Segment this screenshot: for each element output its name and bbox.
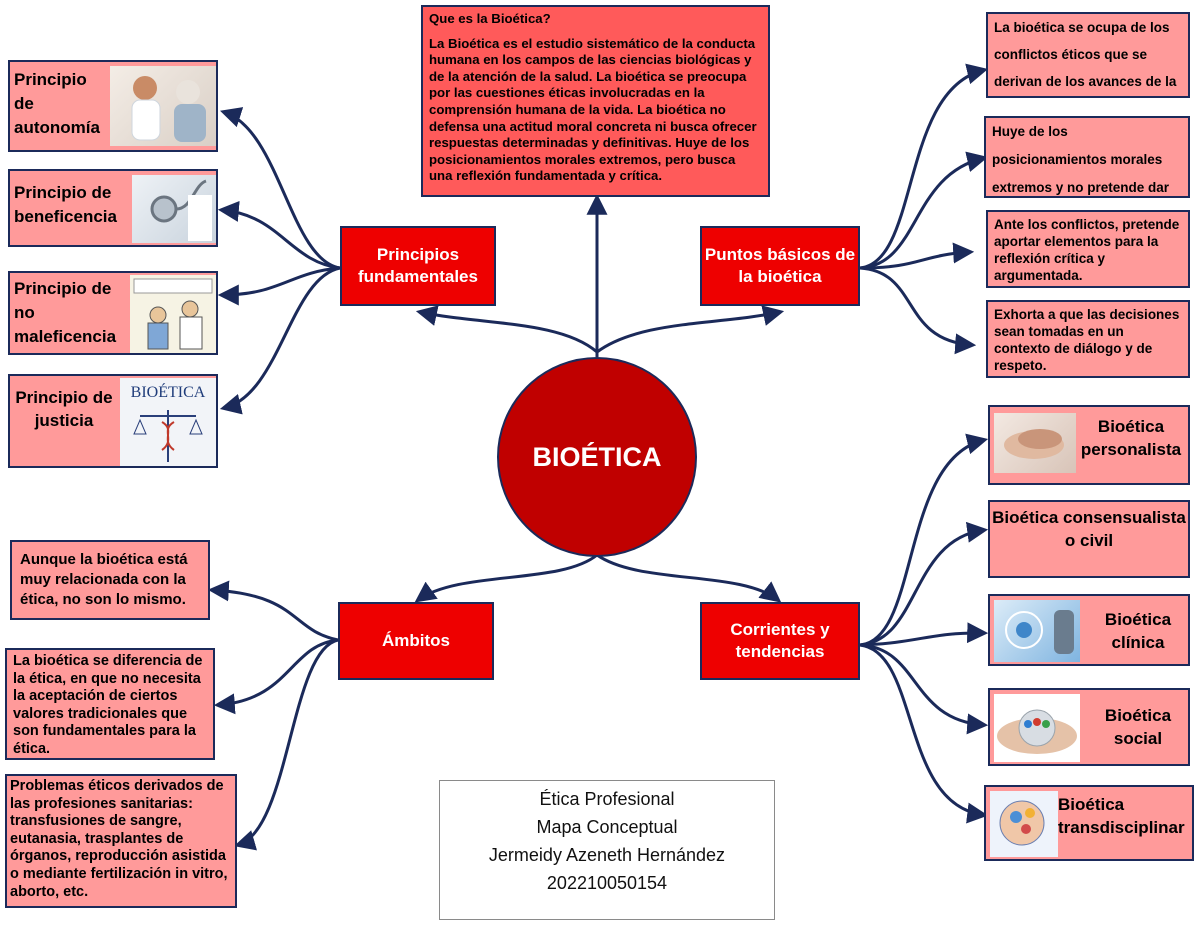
principio-beneficencia-label: Principio de beneficencia xyxy=(14,183,117,226)
ambito-1-text: Aunque la bioética está muy relacionada … xyxy=(20,551,188,608)
cartoon-doctor-image xyxy=(130,275,216,353)
credits-box: Ética Profesional Mapa Conceptual Jermei… xyxy=(439,780,775,920)
brain-head-image xyxy=(990,791,1058,857)
link-center-ambitos xyxy=(414,553,598,603)
credit-id: 202210050154 xyxy=(546,873,668,893)
credit-course: Ética Profesional xyxy=(539,789,675,809)
center-node: BIOÉTICA xyxy=(497,357,697,557)
corriente-transdisciplinar: Bioética transdisciplinar xyxy=(984,785,1194,861)
ambito-3: Problemas éticos derivados de las profes… xyxy=(5,774,237,908)
corriente-clinica: Bioética clínica xyxy=(988,594,1190,666)
corriente-clinica-label: Bioética clínica xyxy=(1104,610,1172,652)
branch-puntos: Puntos básicos de la bioética xyxy=(700,226,860,306)
link-center-principios xyxy=(415,305,598,354)
branch-principios-label: Principios fundamentales xyxy=(358,245,478,286)
corriente-consensualista-label: Bioética consensualista o civil xyxy=(992,508,1186,550)
corriente-social: Bioética social xyxy=(988,688,1190,766)
credit-author: Jermeidy Azeneth Hernández xyxy=(488,845,726,865)
punto-2: Huye de los posicionamientos morales ext… xyxy=(984,116,1190,198)
branch-ambitos: Ámbitos xyxy=(338,602,494,680)
branch-ambitos-label: Ámbitos xyxy=(382,631,450,650)
center-label: BIOÉTICA xyxy=(532,441,662,472)
bioetica-scale-image: BIOÉTICA xyxy=(120,378,216,466)
punto-1: La bioética se ocupa de los conflictos é… xyxy=(986,12,1190,98)
top-box-body: La Bioética es el estudio sistemático de… xyxy=(429,35,757,184)
principio-no-maleficencia: Principio de no maleficencia xyxy=(8,271,218,355)
principio-justicia: Principio de justicia BIOÉTICA xyxy=(8,374,218,468)
ambito-3-text: Problemas éticos derivados de las profes… xyxy=(10,778,228,900)
corriente-personalista-label: Bioética personalista xyxy=(1080,417,1182,459)
bioetica-image-title: BIOÉTICA xyxy=(130,384,206,401)
principio-autonomia-label: Principio de autonomía xyxy=(14,70,100,137)
punto-1-text: La bioética se ocupa de los conflictos é… xyxy=(994,20,1177,89)
punto-4-text: Exhorta a que las decisiones sean tomada… xyxy=(994,307,1180,373)
corriente-social-label: Bioética social xyxy=(1104,706,1172,748)
principio-autonomia: Principio de autonomía xyxy=(8,60,218,152)
branch-principios: Principios fundamentales xyxy=(340,226,496,306)
corriente-transdisciplinar-label: Bioética transdisciplinar xyxy=(1058,795,1185,837)
link-center-corrientes xyxy=(596,553,782,603)
punto-3: Ante los conflictos, pretende aportar el… xyxy=(986,210,1190,288)
ambito-1: Aunque la bioética está muy relacionada … xyxy=(10,540,210,620)
stethoscope-image xyxy=(132,175,216,243)
principio-no-maleficencia-label: Principio de no maleficencia xyxy=(14,279,117,346)
doctor-patient-image xyxy=(110,66,216,146)
principio-beneficencia: Principio de beneficencia xyxy=(8,169,218,247)
ambito-2-text: La bioética se diferencia de la ética, e… xyxy=(13,653,203,757)
corriente-personalista: Bioética personalista xyxy=(988,405,1190,485)
corriente-consensualista: Bioética consensualista o civil xyxy=(988,500,1190,578)
people-in-hands-image xyxy=(994,694,1080,762)
ambito-2: La bioética se diferencia de la ética, e… xyxy=(5,648,215,760)
punto-3-text: Ante los conflictos, pretende aportar el… xyxy=(994,217,1180,283)
credit-type: Mapa Conceptual xyxy=(536,817,678,837)
branch-corrientes-label: Corrientes y tendencias xyxy=(730,620,830,661)
branch-corrientes: Corrientes y tendencias xyxy=(700,602,860,680)
top-box-title: Que es la Bioética? xyxy=(429,11,551,26)
hands-image xyxy=(994,413,1076,473)
link-center-puntos xyxy=(596,305,785,354)
punto-2-text: Huye de los posicionamientos morales ext… xyxy=(992,124,1170,195)
punto-4: Exhorta a que las decisiones sean tomada… xyxy=(986,300,1190,378)
branch-puntos-label: Puntos básicos de la bioética xyxy=(704,245,856,286)
principio-justicia-label: Principio de justicia xyxy=(15,388,113,430)
top-definition-box: Que es la Bioética? La Bioética es el es… xyxy=(421,5,770,197)
clinical-tech-image xyxy=(994,600,1080,662)
